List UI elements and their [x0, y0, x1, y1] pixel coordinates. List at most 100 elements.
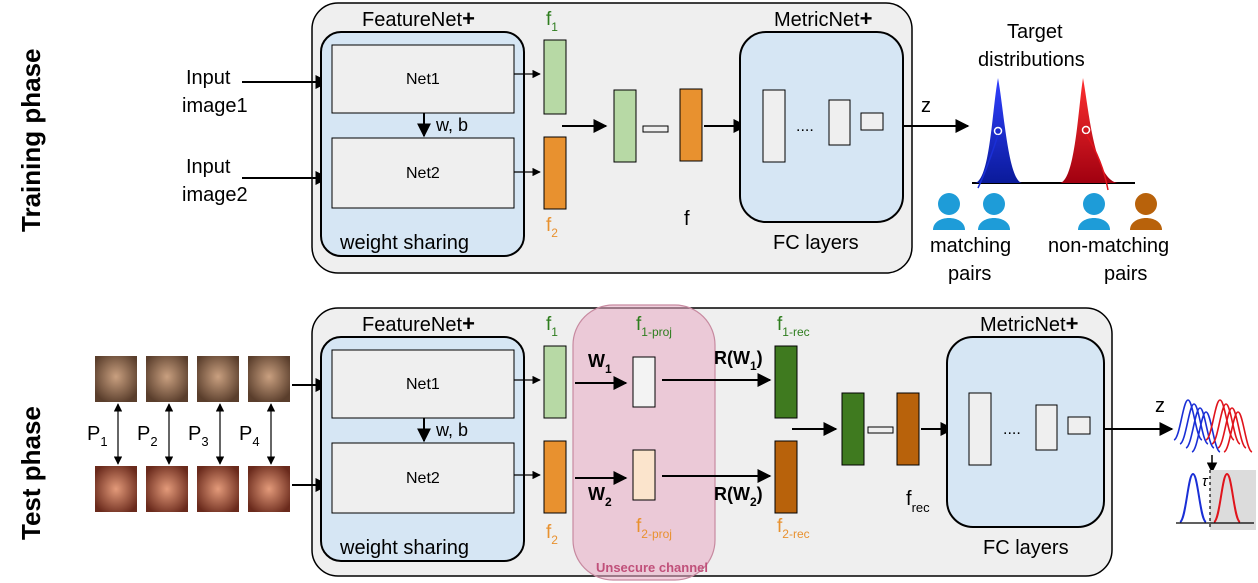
- matching-label-line1: matching: [930, 235, 1011, 257]
- net2-box: [331, 137, 515, 209]
- featurenet-title: FeatureNet+: [362, 6, 475, 31]
- f2proj-label: f2-proj: [636, 516, 672, 541]
- f1proj-label: f1-proj: [636, 314, 672, 339]
- test-wb-label: w, b: [435, 420, 468, 440]
- f1rec-vector: [774, 345, 798, 419]
- matching-person-icon-1: [933, 193, 965, 230]
- matching-person-icon-2: [978, 193, 1010, 230]
- face-b-3: [197, 466, 239, 512]
- pair-label-2: P2: [137, 423, 158, 449]
- test-metricnet-title: MetricNet+: [980, 311, 1078, 336]
- fc1: [762, 89, 786, 163]
- weight-sharing-label: weight sharing: [339, 232, 469, 254]
- input1-label-line2: image1: [182, 95, 248, 117]
- f1-vector: [543, 39, 567, 115]
- w2-label: W2: [588, 484, 612, 509]
- target-label-line2: distributions: [978, 49, 1085, 71]
- blue-marker: [993, 126, 1003, 136]
- face-a-1: [95, 356, 137, 402]
- net2-label: Net2: [406, 165, 440, 182]
- test-net1-box: [331, 349, 515, 419]
- tau-label: τ: [1202, 473, 1209, 490]
- matching-label-line2: pairs: [948, 263, 991, 285]
- nonmatching-person-icon-2: [1130, 193, 1162, 230]
- test-f1-label: f1: [546, 314, 558, 339]
- input1-label-line1: Input: [186, 67, 231, 89]
- face-a-2: [146, 356, 188, 402]
- f2rec-vector: [774, 440, 798, 514]
- face-pairs: P1 P2 P3 P4: [87, 356, 290, 512]
- test-metricnet-box: [946, 336, 1105, 528]
- test-weight-sharing-label: weight sharing: [339, 537, 469, 559]
- r2-label: R(W2): [714, 484, 763, 509]
- red-marker: [1081, 125, 1091, 135]
- training-phase-label: Training phase: [16, 49, 46, 233]
- w1-label: W1: [588, 351, 612, 376]
- nonmatching-person-icon-1: [1078, 193, 1110, 230]
- f2proj-vector: [632, 449, 656, 501]
- test-fc-layers-label: FC layers: [983, 537, 1069, 559]
- test-section: P1 P2 P3 P4 FeatureNet+ Net1 Net2 w, b w…: [87, 304, 1256, 581]
- test-z-label: z: [1155, 395, 1165, 417]
- concat-minus: [642, 125, 669, 133]
- target-label-line1: Target: [1007, 21, 1063, 43]
- test-fc3: [1067, 416, 1091, 435]
- f2-label: f2: [546, 215, 558, 240]
- f1-label: f1: [546, 9, 558, 34]
- face-a-4: [248, 356, 290, 402]
- face-a-3: [197, 356, 239, 402]
- fc3: [860, 112, 884, 131]
- nonmatching-label-line1: non-matching: [1048, 235, 1169, 257]
- input2-label-line1: Input: [186, 156, 231, 178]
- z-label: z: [921, 95, 931, 117]
- f1rec-label: f1-rec: [777, 314, 810, 339]
- face-b-1: [95, 466, 137, 512]
- decision-red: [1213, 472, 1241, 523]
- score-distributions: [1173, 399, 1253, 453]
- decision-blue: [1179, 472, 1207, 523]
- pair-label-3: P3: [188, 423, 209, 449]
- wb-label: w, b: [435, 115, 468, 135]
- net1-box: [331, 44, 515, 114]
- test-featurenet-title: FeatureNet+: [362, 311, 475, 336]
- f-label: f: [684, 208, 690, 230]
- metricnet-title: MetricNet+: [774, 6, 872, 31]
- test-fc1: [968, 392, 992, 466]
- pair-label-4: P4: [239, 423, 260, 449]
- fc2: [828, 99, 851, 146]
- pair-label-1: P1: [87, 423, 108, 449]
- concat-orange: [679, 88, 703, 162]
- f2-vector: [543, 136, 567, 210]
- frec-label: frec: [906, 488, 930, 515]
- test-concat-green: [841, 392, 865, 466]
- test-net2-box: [331, 442, 515, 514]
- input2-label-line2: image2: [182, 184, 248, 206]
- test-f2-label: f2: [546, 522, 558, 547]
- f1proj-vector: [632, 356, 656, 408]
- concat-green: [613, 89, 637, 163]
- matching-distribution: [975, 78, 1022, 183]
- test-net1-label: Net1: [406, 376, 440, 393]
- unsecure-channel-label: Unsecure channel: [596, 560, 708, 575]
- nonmatching-label-line2: pairs: [1104, 263, 1147, 285]
- fc-layers-label: FC layers: [773, 232, 859, 254]
- training-section: Input image1 Input image2 FeatureNet+ Ne…: [182, 2, 1169, 285]
- test-fc-dots: ....: [1003, 421, 1021, 438]
- test-net2-label: Net2: [406, 470, 440, 487]
- face-b-4: [248, 466, 290, 512]
- test-concat-minus: [867, 426, 894, 434]
- test-f1-vector: [543, 345, 567, 419]
- r1-label: R(W1): [714, 348, 763, 373]
- unsecure-channel: [572, 304, 716, 581]
- f2rec-label: f2-rec: [777, 516, 810, 541]
- red-tail: [1085, 133, 1109, 191]
- net1-label: Net1: [406, 71, 440, 88]
- fc-dots: ....: [796, 118, 814, 135]
- test-phase-label: Test phase: [16, 406, 46, 540]
- face-b-2: [146, 466, 188, 512]
- test-f2-vector: [543, 440, 567, 514]
- test-concat-brown: [896, 392, 920, 466]
- blue-tail: [977, 134, 999, 189]
- test-fc2: [1035, 404, 1058, 451]
